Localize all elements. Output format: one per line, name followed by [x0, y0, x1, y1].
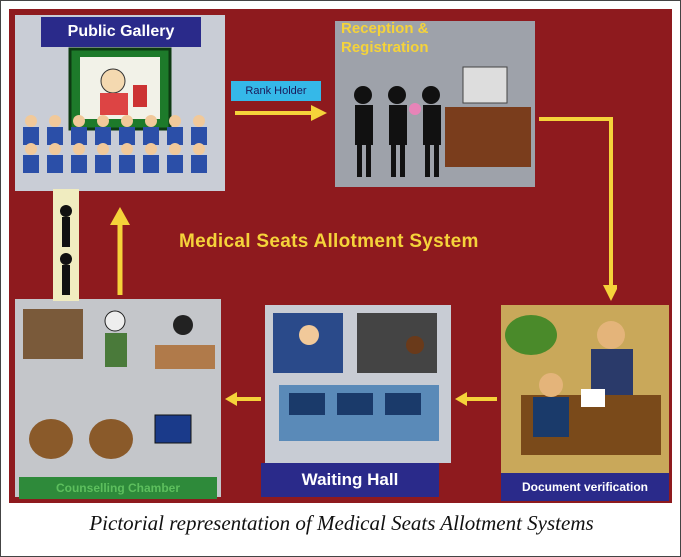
waiting-hall-illustration [273, 313, 439, 441]
document-to-waiting-arrow [455, 392, 497, 406]
document-verification-illustration [501, 305, 669, 501]
reception-label-text: Reception & Registration [341, 20, 429, 56]
reception-box [335, 21, 535, 187]
diagram-panel: Public Gallery Rank Holder Reception & R… [9, 9, 672, 503]
waiting-to-counselling-arrow [225, 392, 261, 406]
reception-label: Reception & Registration [341, 19, 471, 71]
rank-holder-label: Rank Holder [231, 81, 321, 101]
rank-holder-arrow [235, 105, 327, 121]
audience-illustration [23, 47, 207, 173]
counselling-box [15, 299, 221, 497]
document-verification-box [501, 305, 669, 501]
figure-caption: Pictorial representation of Medical Seat… [89, 511, 594, 535]
counselling-to-gallery-arrow [110, 207, 130, 295]
counselling-to-gallery-connector [53, 189, 79, 301]
counselling-label: Counselling Chamber [19, 477, 217, 499]
waiting-hall-box [265, 305, 451, 463]
public-gallery-label: Public Gallery [41, 17, 201, 47]
diagram-title: Medical Seats Allotment System [179, 231, 479, 252]
waiting-hall-label: Waiting Hall [261, 463, 439, 497]
counselling-illustration [23, 309, 215, 459]
reception-illustration [354, 66, 531, 177]
document-verification-label: Document verification [501, 473, 669, 501]
reception-to-document-arrow [539, 117, 617, 301]
